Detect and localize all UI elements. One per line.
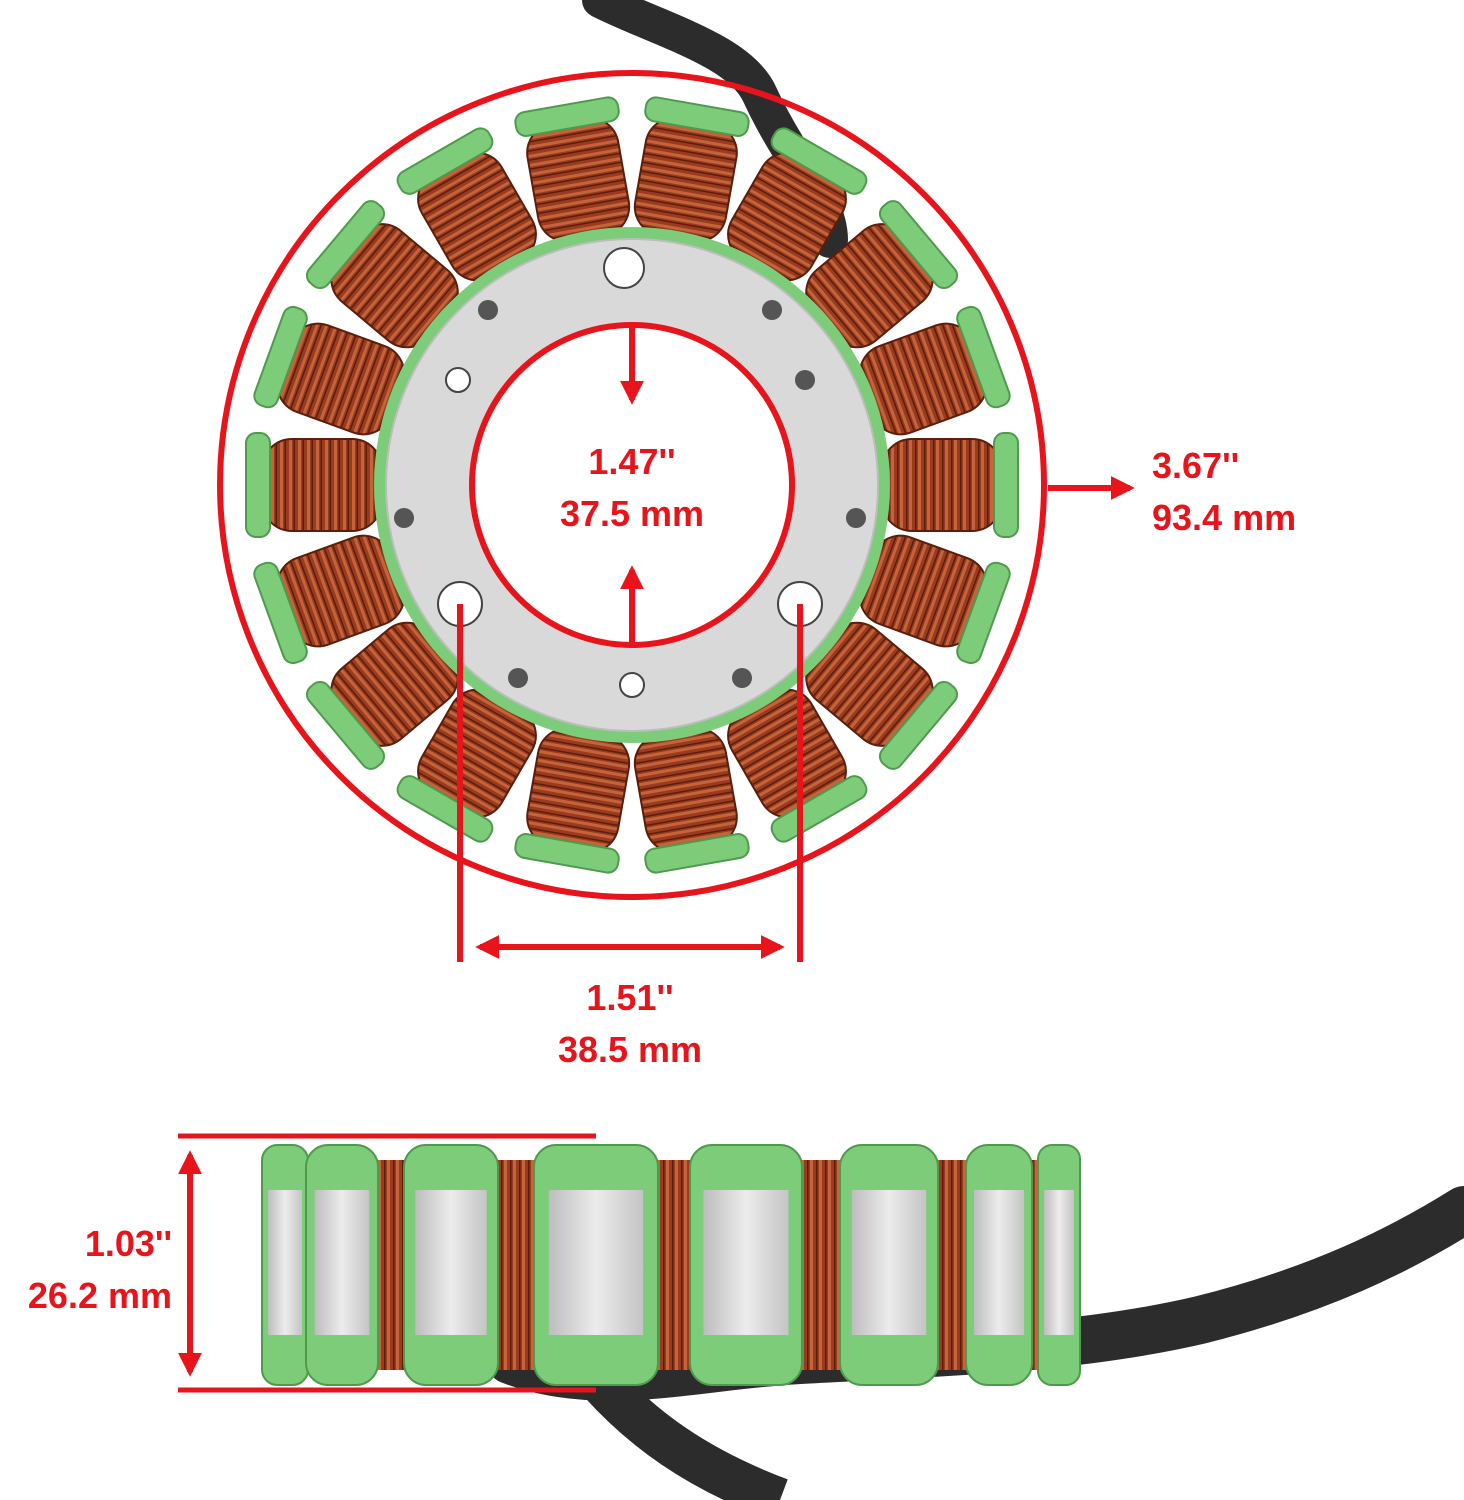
bolt-spacing-inch: 1.51'' bbox=[586, 977, 674, 1018]
small-hole bbox=[478, 300, 498, 320]
pole-lamination-face bbox=[973, 1190, 1025, 1335]
stator-coil bbox=[253, 305, 406, 436]
height-mm: 26.2 mm bbox=[27, 1275, 172, 1316]
small-hole bbox=[762, 300, 782, 320]
outer-diameter-mm: 93.4 mm bbox=[1152, 497, 1297, 538]
inner-diameter-inch: 1.47'' bbox=[588, 441, 676, 482]
pole-lamination-face bbox=[851, 1190, 927, 1335]
outer-diameter-label: 3.67'' 93.4 mm bbox=[1152, 440, 1296, 544]
pole-lamination-face bbox=[415, 1190, 487, 1335]
pole-lamination-face bbox=[703, 1190, 789, 1335]
pole-lamination-face bbox=[268, 1190, 302, 1335]
small-hole bbox=[732, 668, 752, 688]
small-hole bbox=[846, 508, 866, 528]
pole-lamination-face bbox=[548, 1190, 644, 1335]
stator-coil bbox=[858, 305, 1011, 436]
height-label: 1.03'' 26.2 mm bbox=[0, 1218, 172, 1322]
pole-lamination-face bbox=[1044, 1190, 1074, 1335]
small-hole bbox=[619, 672, 645, 698]
side-winding-band bbox=[270, 1160, 1070, 1370]
stator-top-view bbox=[245, 96, 1019, 874]
bolt-spacing-mm: 38.5 mm bbox=[557, 1029, 703, 1070]
stator-coil bbox=[514, 726, 631, 874]
outer-diameter-outline bbox=[217, 70, 1047, 900]
small-hole bbox=[394, 508, 414, 528]
bolt-spacing-label: 1.51'' 38.5 mm bbox=[530, 972, 730, 1076]
small-hole bbox=[508, 668, 528, 688]
stator-coil bbox=[805, 621, 959, 770]
stator-coil bbox=[727, 127, 868, 282]
stator-side-view bbox=[261, 1144, 1081, 1386]
inner-diameter-label: 1.47'' 37.5 mm bbox=[532, 436, 732, 540]
small-hole bbox=[795, 370, 815, 390]
pole-lamination-face bbox=[314, 1190, 370, 1335]
stator-coil bbox=[881, 432, 1019, 538]
stator-coil bbox=[396, 688, 537, 843]
stator-coil bbox=[633, 726, 750, 874]
small-hole bbox=[445, 367, 471, 393]
stator-coil bbox=[633, 96, 750, 244]
stator-coil bbox=[396, 127, 537, 282]
outer-diameter-inch: 3.67'' bbox=[1152, 445, 1240, 486]
cable bbox=[573, 1355, 788, 1500]
height-inch: 1.03'' bbox=[84, 1223, 172, 1264]
mounting-holes bbox=[394, 247, 866, 698]
stator-coil bbox=[245, 432, 383, 538]
large-hole bbox=[603, 247, 645, 289]
inner-diameter-mm: 37.5 mm bbox=[559, 493, 705, 534]
stator-coil bbox=[305, 621, 459, 770]
stator-coil bbox=[253, 534, 406, 665]
